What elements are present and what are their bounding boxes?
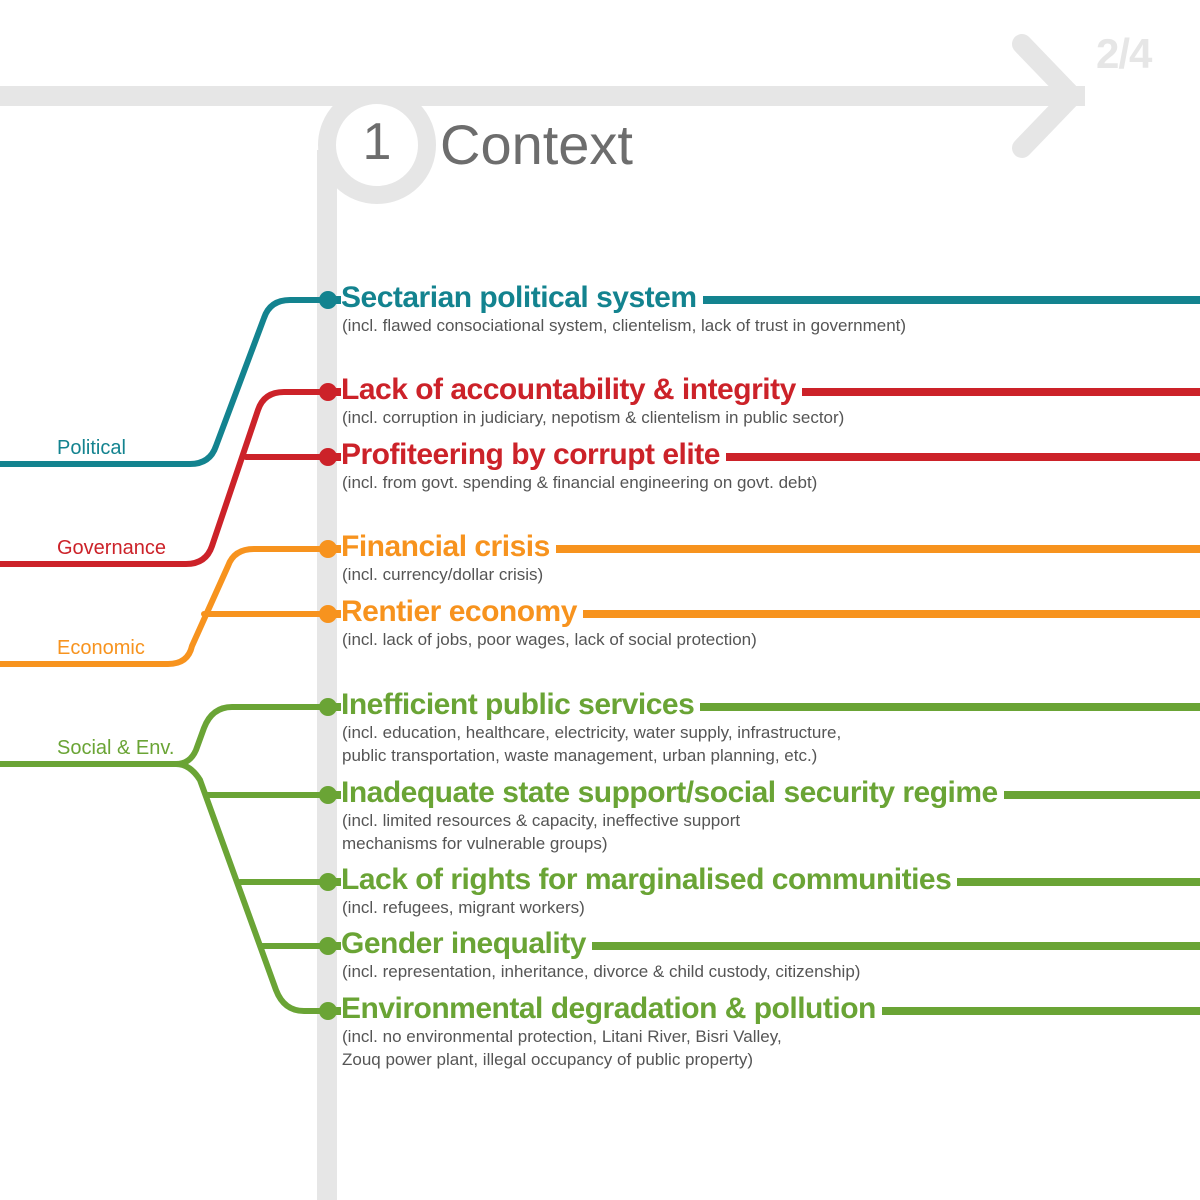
item-description: (incl. corruption in judiciary, nepotism… [342,406,844,429]
item-description: (incl. representation, inheritance, divo… [342,960,860,983]
description-line: mechanisms for vulnerable groups) [342,834,608,853]
item-dot [319,937,337,955]
description-line: (incl. lack of jobs, poor wages, lack of… [342,630,757,649]
description-line: (incl. education, healthcare, electricit… [342,723,842,742]
description-line: (incl. flawed consociational system, cli… [342,316,907,335]
connector-political [0,297,331,467]
item-dot [319,383,337,401]
item-title: Environmental degradation & pollution [341,992,882,1026]
item-title: Financial crisis [341,530,556,564]
item-title: Sectarian political system [341,281,703,315]
description-line: (incl. currency/dollar crisis) [342,565,544,584]
category-label-governance: Governance [57,537,166,559]
item-description: (incl. limited resources & capacity, ine… [342,809,740,855]
item-description: (incl. from govt. spending & financial e… [342,471,817,494]
item-dot [319,786,337,804]
description-line: (incl. representation, inheritance, divo… [342,962,861,981]
description-line: (incl. limited resources & capacity, ine… [342,811,741,830]
item-line [330,610,1200,618]
item-line [330,296,1200,304]
item-dot [319,698,337,716]
section-title: Context [440,113,633,176]
category-label-economic: Economic [57,637,145,659]
connector-social [0,704,331,1014]
item-dot [319,605,337,623]
item-line [330,453,1200,461]
description-line: (incl. from govt. spending & financial e… [342,473,818,492]
item-description: (incl. currency/dollar crisis) [342,563,543,586]
category-label-political: Political [57,437,126,459]
item-line [330,703,1200,711]
description-line: Zouq power plant, illegal occupancy of p… [342,1050,754,1069]
item-dot [319,540,337,558]
item-title: Inefficient public services [341,688,701,722]
page-indicator: 2/4 [1096,30,1152,77]
item-description: (incl. flawed consociational system, cli… [342,314,906,337]
item-description: (incl. education, healthcare, electricit… [342,721,841,767]
item-title: Profiteering by corrupt elite [341,438,726,472]
timeline-arrow [1012,34,1082,158]
item-description: (incl. no environmental protection, Lita… [342,1025,782,1071]
description-line: (incl. no environmental protection, Lita… [342,1027,782,1046]
item-description: (incl. refugees, migrant workers) [342,896,585,919]
item-title: Lack of rights for marginalised communit… [341,863,958,897]
connector-governance [0,389,331,567]
item-title: Gender inequality [341,927,592,961]
item-title: Lack of accountability & integrity [341,373,802,407]
timeline-track [0,86,1085,106]
section-number: 1 [362,113,392,171]
description-line: (incl. corruption in judiciary, nepotism… [342,408,845,427]
item-line [330,942,1200,950]
item-dot [319,448,337,466]
section-circle [318,86,436,204]
item-dot [319,291,337,309]
connector-economic [0,546,331,667]
item-dot [319,873,337,891]
description-line: public transportation, waste management,… [342,746,818,765]
category-label-social: Social & Env. [57,737,175,759]
item-title: Inadequate state support/social security… [341,776,1004,810]
item-description: (incl. lack of jobs, poor wages, lack of… [342,628,757,651]
item-dot [319,1002,337,1020]
item-title: Rentier economy [341,595,583,629]
item-line [330,545,1200,553]
description-line: (incl. refugees, migrant workers) [342,898,585,917]
vertical-track [317,150,337,1200]
